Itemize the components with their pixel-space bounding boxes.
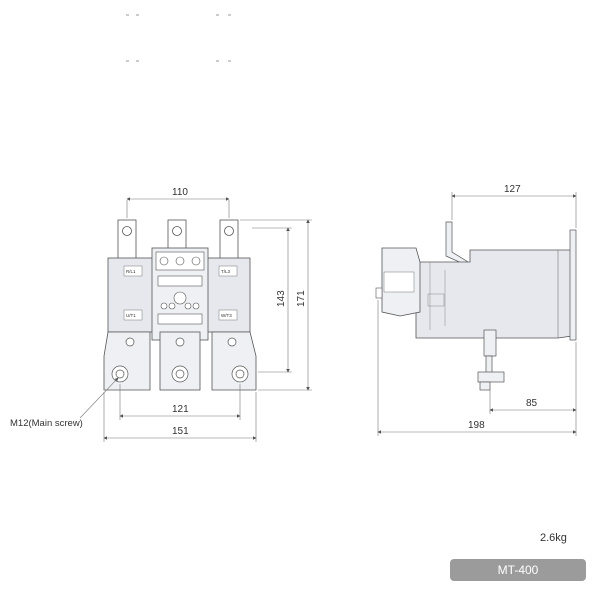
- faint-marks: [126, 14, 231, 62]
- dim-85-label: 85: [526, 398, 538, 409]
- screw-callout: M12(Main screw): [10, 418, 83, 429]
- housing-details: [427, 262, 446, 330]
- screw-leader: [79, 377, 119, 419]
- weight-label: 2.6kg: [540, 532, 567, 544]
- label-w-t3: W/T3: [221, 313, 232, 318]
- dim-171-label: 171: [296, 290, 307, 307]
- model-badge: MT-400: [450, 559, 586, 581]
- dim-143: [252, 227, 292, 373]
- dim-85: [489, 342, 577, 414]
- dim-127-label: 127: [504, 184, 521, 195]
- dim-110: [126, 197, 230, 218]
- dim-143-label: 143: [276, 290, 287, 307]
- dim-151-label: 151: [172, 426, 189, 437]
- front-view: R/L1 T/L3 U/T1 W/T3 110 143: [10, 187, 312, 442]
- terminal-label-tiles: [123, 265, 238, 321]
- label-t-l3: T/L3: [221, 269, 231, 274]
- dim-171: [240, 219, 312, 391]
- label-u-t1: U/T1: [126, 313, 136, 318]
- dim-121: [119, 384, 241, 420]
- dim-198-label: 198: [468, 420, 485, 431]
- module-face: [383, 271, 415, 293]
- dim-110-label: 110: [172, 187, 188, 198]
- control-details: [155, 251, 205, 325]
- dim-127: [451, 192, 577, 228]
- rear-plate: [569, 229, 577, 341]
- label-r-l1: R/L1: [126, 269, 136, 274]
- dim-151: [103, 392, 257, 442]
- side-view: 127 85 198: [375, 184, 577, 436]
- module-knob: [375, 287, 383, 299]
- mounting-bracket: [445, 221, 469, 267]
- dim-198: [377, 300, 577, 436]
- side-terminal: [477, 329, 505, 391]
- dim-121-label: 121: [172, 404, 189, 415]
